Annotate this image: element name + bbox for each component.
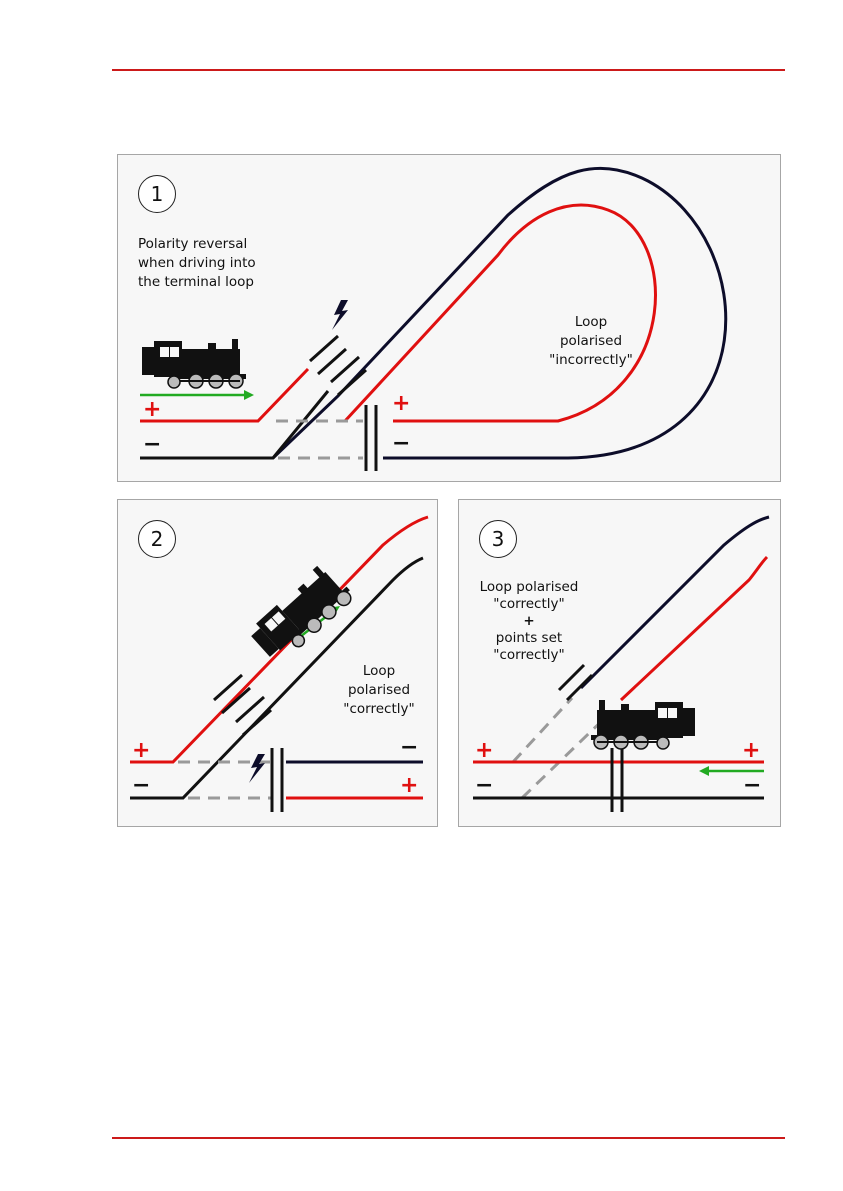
negative-sign: − [400, 737, 418, 759]
incoming-negative-rail [140, 391, 328, 458]
insulating-gap [310, 336, 338, 361]
panel-number: 1 [138, 175, 176, 213]
footer-rule [112, 1137, 785, 1139]
header-rule [112, 69, 785, 71]
locomotive-icon [591, 700, 695, 749]
positive-sign: + [143, 399, 161, 421]
loop-polarity-label: Loop polarised "correctly" [324, 662, 434, 719]
lightning-icon [332, 300, 348, 330]
panel-3: 3 Loop polarised "correctly" + points se… [458, 499, 781, 827]
insulating-gap [318, 349, 346, 374]
panel-1-diagram [118, 155, 782, 483]
panel-number: 3 [479, 520, 517, 558]
negative-sign: − [743, 775, 761, 797]
positive-sign: + [132, 740, 150, 762]
dashed-link-diagonal [513, 698, 572, 762]
locomotive-icon [142, 339, 246, 388]
locomotive-icon [246, 561, 356, 667]
positive-sign: + [742, 740, 760, 762]
positive-sign: + [475, 740, 493, 762]
positive-rail [621, 557, 767, 700]
loop-polarity-label: Loop polarised "incorrectly" [526, 313, 656, 370]
negative-sign: − [475, 775, 493, 797]
lightning-icon [249, 754, 265, 783]
negative-sign: − [392, 433, 410, 455]
positive-sign: + [400, 775, 418, 797]
panel-1: 1 Polarity reversal when driving into th… [117, 154, 781, 482]
positive-sign: + [392, 393, 410, 415]
negative-rail [581, 517, 769, 688]
panel-3-caption: Loop polarised "correctly" + points set … [469, 579, 589, 664]
panel-1-caption: Polarity reversal when driving into the … [138, 235, 256, 292]
negative-sign: − [132, 775, 150, 797]
panel-number: 2 [138, 520, 176, 558]
dashed-link-diagonal [522, 714, 609, 798]
panel-2: 2 Loop polarised "correctly" + − − + [117, 499, 438, 827]
insulating-gap [222, 688, 250, 713]
negative-sign: − [143, 434, 161, 456]
